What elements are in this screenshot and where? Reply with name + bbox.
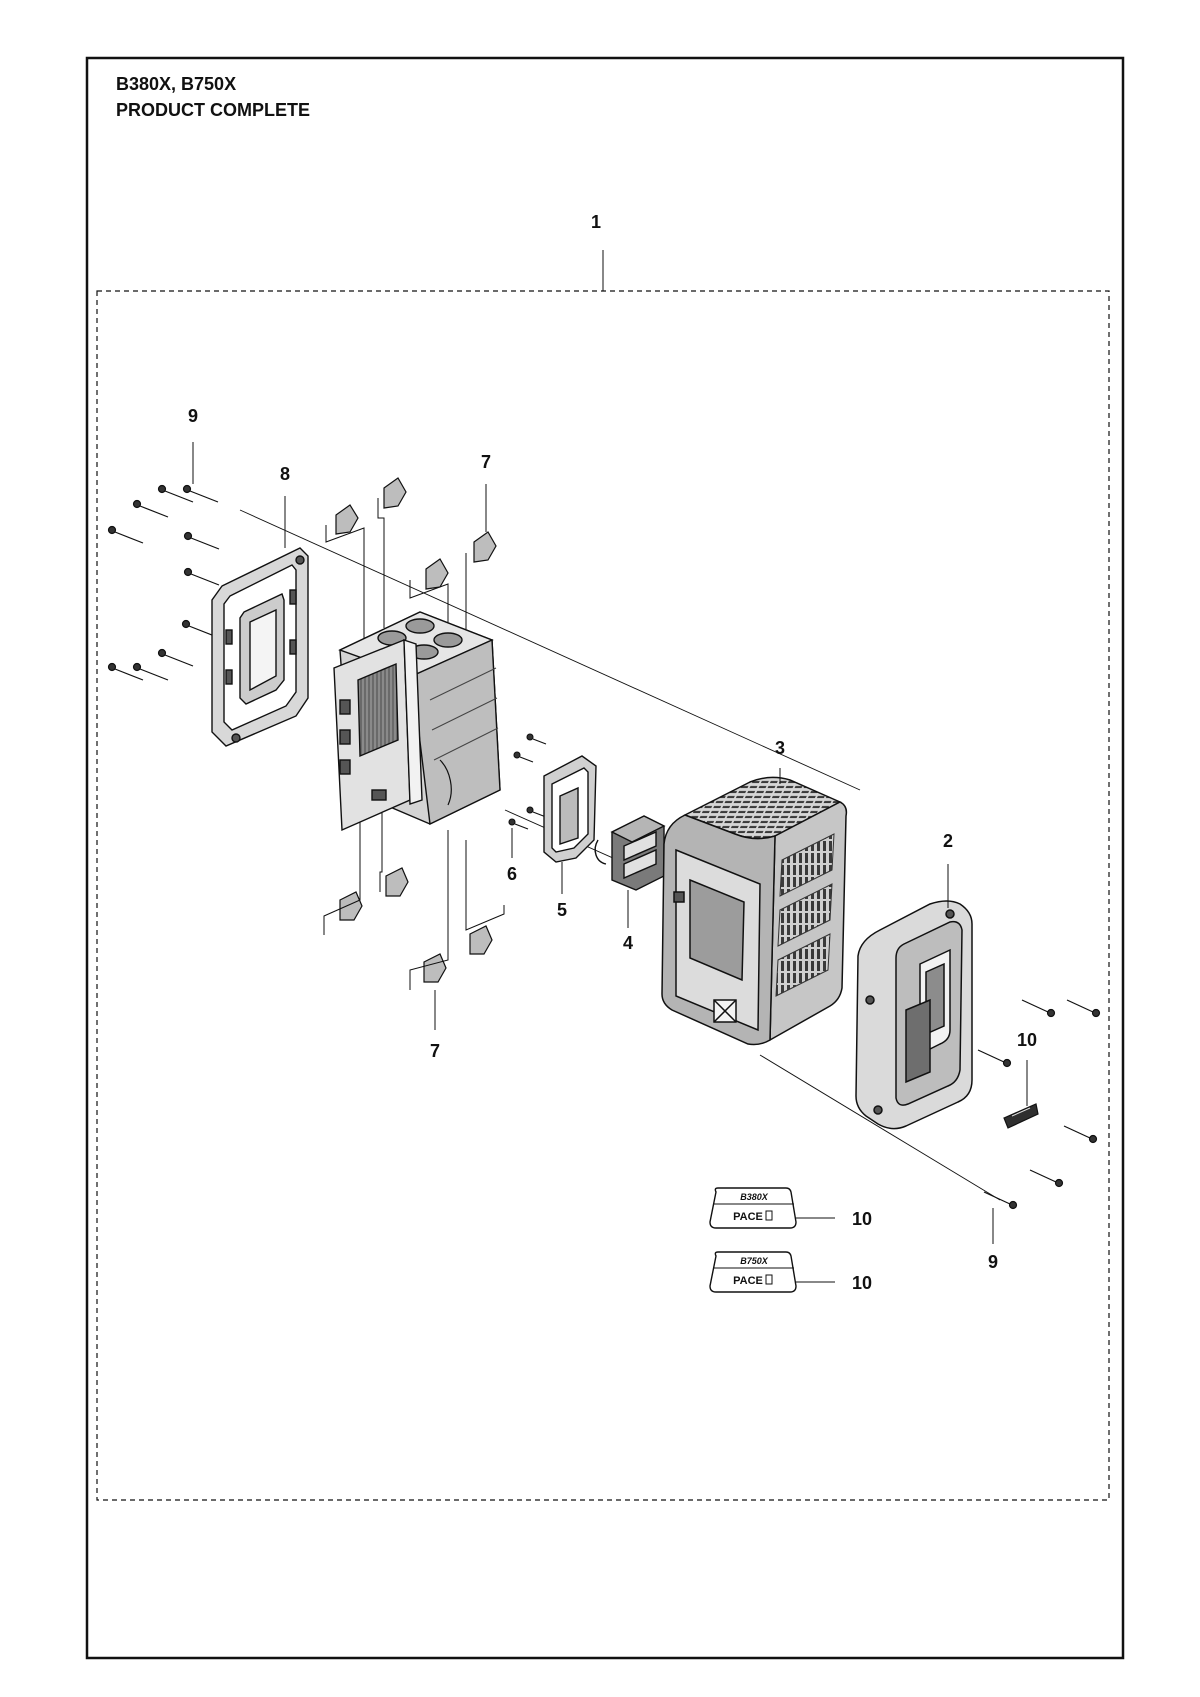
screw: [1066, 999, 1101, 1018]
screw: [977, 1049, 1012, 1068]
callout-7-bottom: 7: [430, 1041, 440, 1061]
assembly-boundary: [96, 290, 1110, 1501]
callout-3: 3: [775, 738, 785, 758]
back-frame-part: [211, 547, 309, 747]
screw: [183, 531, 220, 550]
corner-pads-bottom: [339, 867, 493, 983]
screw-set-small: [508, 733, 547, 830]
screw: [983, 1191, 1018, 1210]
corner-pads-top: [335, 477, 497, 590]
screw: [1021, 999, 1056, 1018]
screw-set-left: [107, 484, 220, 681]
badge-b750x-model: B750X: [740, 1256, 769, 1266]
callout-5: 5: [557, 900, 567, 920]
badge-b380x-model: B380X: [740, 1192, 769, 1202]
screw: [107, 525, 144, 544]
mounting-frame-part: [543, 755, 597, 863]
badge-b750x: B750X PACE: [709, 1251, 797, 1293]
badge-b380x-brand: PACE: [733, 1211, 763, 1223]
callout-7-top: 7: [481, 452, 491, 472]
badge-on-cover: [1003, 1103, 1039, 1129]
title-models: B380X, B750X: [116, 74, 236, 94]
screw: [182, 484, 219, 503]
battery-icon: [765, 1274, 773, 1285]
callout-8: 8: [280, 464, 290, 484]
callout-1: 1: [591, 212, 601, 232]
corner-pad-brackets-top: [325, 498, 467, 650]
callout-2: 2: [943, 831, 953, 851]
screw: [157, 648, 194, 667]
badge-b380x: B380X PACE: [709, 1187, 797, 1229]
badge-b750x-brand: PACE: [733, 1275, 763, 1287]
screw: [157, 484, 194, 503]
housing-part: [661, 776, 848, 1046]
connector-part: [594, 815, 666, 891]
cell-block-part: [333, 611, 501, 832]
screw: [132, 499, 169, 518]
corner-pad-brackets-bottom: [323, 800, 505, 990]
screw: [1029, 1169, 1064, 1188]
callout-9-left: 9: [188, 406, 198, 426]
callout-9-right: 9: [988, 1252, 998, 1272]
callout-6: 6: [507, 864, 517, 884]
screw: [132, 662, 169, 681]
screw: [183, 567, 220, 586]
callout-10-b380x: 10: [852, 1209, 872, 1229]
title-description: PRODUCT COMPLETE: [116, 100, 310, 120]
page-border: [85, 56, 1125, 1660]
callout-10-b750x: 10: [852, 1273, 872, 1293]
callout-10-part: 10: [1017, 1030, 1037, 1050]
screw-set-right: [977, 999, 1101, 1210]
callout-4: 4: [623, 933, 633, 953]
battery-icon: [765, 1210, 773, 1221]
end-cover-part: [855, 900, 973, 1130]
screw: [107, 662, 144, 681]
screw: [1063, 1125, 1098, 1144]
